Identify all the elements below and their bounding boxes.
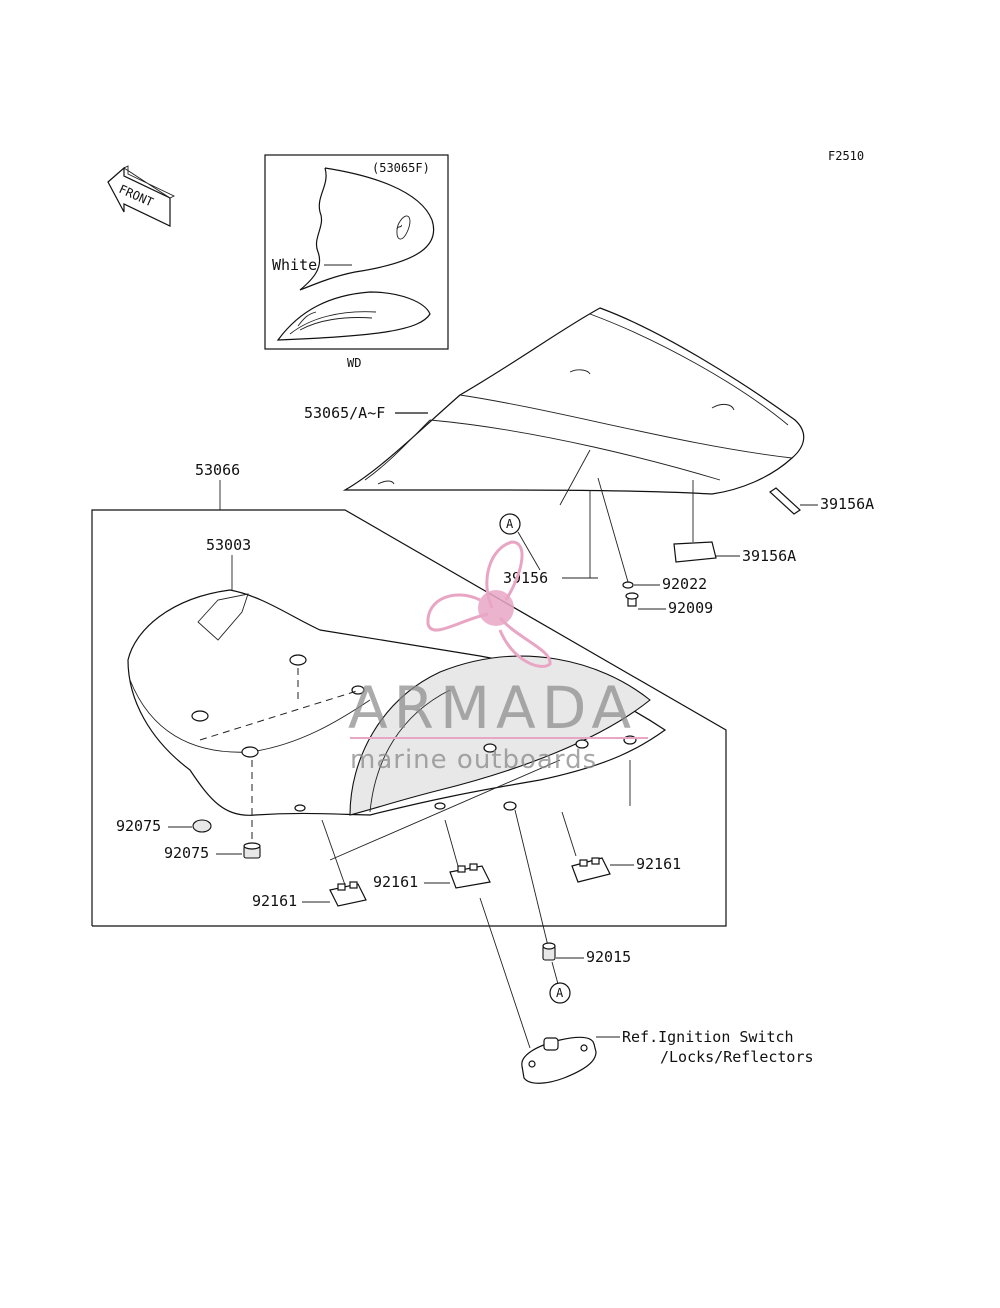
bracket-2	[449, 863, 491, 889]
watermark-brand: ARMADA	[348, 674, 637, 742]
inset-color-note: White	[272, 256, 317, 274]
seat-assy-group-box	[91, 509, 727, 927]
watermark: ARMADA marine outboards	[348, 540, 648, 775]
figure-code: F2510	[828, 149, 864, 163]
callout-reflector-b: 39156A	[742, 547, 796, 565]
seat-cover	[342, 307, 805, 495]
ignition-lock-part	[521, 1036, 597, 1084]
ref-label-line2: /Locks/Reflectors	[660, 1048, 814, 1066]
inset-cover-outline	[299, 167, 327, 291]
marker-a-lower-label: A	[556, 986, 564, 1000]
callout-seat-cover: 53065/A~F	[304, 404, 385, 422]
inset-caption: WD	[347, 356, 361, 370]
callout-reflector-a: 39156A	[820, 495, 874, 513]
bracket-1	[329, 881, 367, 907]
callout-bracket-3: 92161	[636, 855, 681, 873]
callout-collar: 92015	[586, 948, 631, 966]
callout-damper-1: 92075	[116, 817, 161, 835]
callout-bracket-1: 92161	[252, 892, 297, 910]
callout-seat-assy: 53066	[195, 461, 240, 479]
callout-bracket-2: 92161	[373, 873, 418, 891]
callout-seat-pad: 53003	[206, 536, 251, 554]
inset-part-ref: (53065F)	[372, 161, 430, 175]
reflector-plate	[673, 541, 717, 563]
inset-box: (53065F) ~ White WD	[264, 154, 449, 370]
inset-logo-mark: ~	[393, 219, 406, 235]
propeller-logo-icon	[426, 540, 552, 668]
inset-side-graphic	[276, 291, 431, 341]
seat-pad-outline	[127, 589, 667, 816]
marker-a-upper-label: A	[506, 517, 514, 531]
ref-label-line1: Ref.Ignition Switch	[622, 1028, 794, 1046]
callout-screw: 92009	[668, 599, 713, 617]
marker-a-upper: A	[499, 513, 521, 535]
front-arrow-icon: FRONT	[107, 165, 176, 227]
damper-1	[192, 819, 212, 833]
damper-2	[243, 842, 261, 859]
watermark-tagline: marine outboards	[350, 745, 597, 775]
callout-damper-2: 92075	[164, 844, 209, 862]
screw-part	[625, 592, 639, 607]
callout-washer: 92022	[662, 575, 707, 593]
collar-part	[542, 942, 556, 961]
marker-a-lower: A	[549, 982, 571, 1004]
callout-strap: 39156	[503, 569, 548, 587]
washer-part	[622, 581, 634, 589]
reflector-strip	[769, 487, 801, 515]
bracket-3	[571, 857, 611, 883]
